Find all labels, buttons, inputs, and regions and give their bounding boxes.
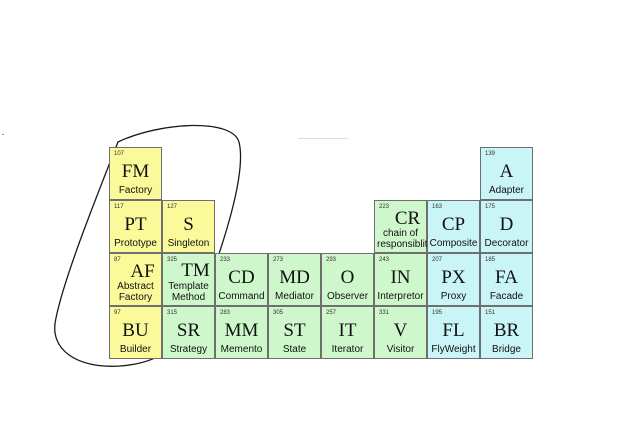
element-number: 331 [379, 310, 390, 316]
element-symbol: CR [394, 208, 421, 229]
element-name: Decorator [484, 238, 529, 249]
element-number: 107 [114, 151, 125, 157]
faint-dot-decoration [2, 134, 4, 135]
element-symbol: O [340, 267, 355, 288]
element-name: Memento [220, 344, 263, 355]
element-number: 283 [220, 310, 231, 316]
element-symbol: IN [390, 267, 411, 288]
element-number: 223 [379, 204, 390, 210]
element-symbol: BU [122, 320, 149, 341]
element-name: Iterator [331, 344, 364, 355]
element-name: Adapter [488, 185, 525, 196]
element-name: FlyWeight [431, 344, 476, 355]
element-name: Observer [326, 291, 369, 302]
element-name: Abstract Factory [117, 281, 154, 303]
element-symbol: PT [124, 214, 147, 235]
faint-line-decoration [298, 138, 348, 139]
element-name: Visitor [386, 344, 415, 355]
element-number: 185 [485, 257, 496, 263]
element-symbol: V [393, 320, 408, 341]
element-name: Facade [489, 291, 524, 302]
element-number: 97 [114, 310, 121, 316]
element-symbol: A [499, 161, 514, 182]
element-number: 243 [379, 257, 390, 263]
element-number: 139 [485, 151, 496, 157]
element-name: Interpretor [377, 291, 424, 302]
element-number: 325 [167, 257, 178, 263]
element-name: Command [218, 291, 265, 302]
element-number: 233 [220, 257, 231, 263]
element-symbol: S [183, 214, 194, 235]
element-symbol: SR [176, 320, 201, 341]
element-name: Composite [429, 238, 478, 249]
element-name: Strategy [169, 344, 208, 355]
element-symbol: FL [442, 320, 465, 341]
element-symbol: IT [338, 320, 357, 341]
element-number: 151 [485, 310, 496, 316]
element-name: Proxy [440, 291, 467, 302]
element-number: 273 [273, 257, 284, 263]
element-symbol: MM [224, 320, 259, 341]
element-name: Prototype [114, 238, 157, 249]
element-name: Mediator [275, 291, 314, 302]
element-number: 175 [485, 204, 496, 210]
element-symbol: D [499, 214, 514, 235]
element-number: 117 [114, 204, 124, 210]
element-symbol: FM [121, 161, 150, 182]
element-number: 315 [167, 310, 178, 316]
element-number: 195 [432, 310, 443, 316]
element-name: Bridge [492, 344, 521, 355]
element-symbol: CD [228, 267, 255, 288]
element-symbol: FA [495, 267, 518, 288]
element-name: Builder [119, 344, 152, 355]
element-number: 293 [326, 257, 337, 263]
element-symbol: BR [493, 320, 520, 341]
element-number: 87 [114, 257, 121, 263]
element-name: Factory [118, 185, 153, 196]
element-number: 207 [432, 257, 443, 263]
element-number: 127 [167, 204, 178, 210]
element-number: 257 [326, 310, 337, 316]
element-symbol: MD [279, 267, 310, 288]
element-name: State [282, 344, 307, 355]
element-symbol: PX [441, 267, 466, 288]
element-symbol: TM [181, 260, 210, 281]
element-number: 305 [273, 310, 284, 316]
element-name: Singleton [167, 238, 210, 249]
element-name: chain of responsiblity [377, 228, 433, 250]
element-symbol: AF [130, 261, 155, 282]
element-name: Template Method [168, 281, 209, 303]
element-symbol: ST [283, 320, 306, 341]
element-number: 163 [432, 204, 443, 210]
element-symbol: CP [441, 214, 466, 235]
